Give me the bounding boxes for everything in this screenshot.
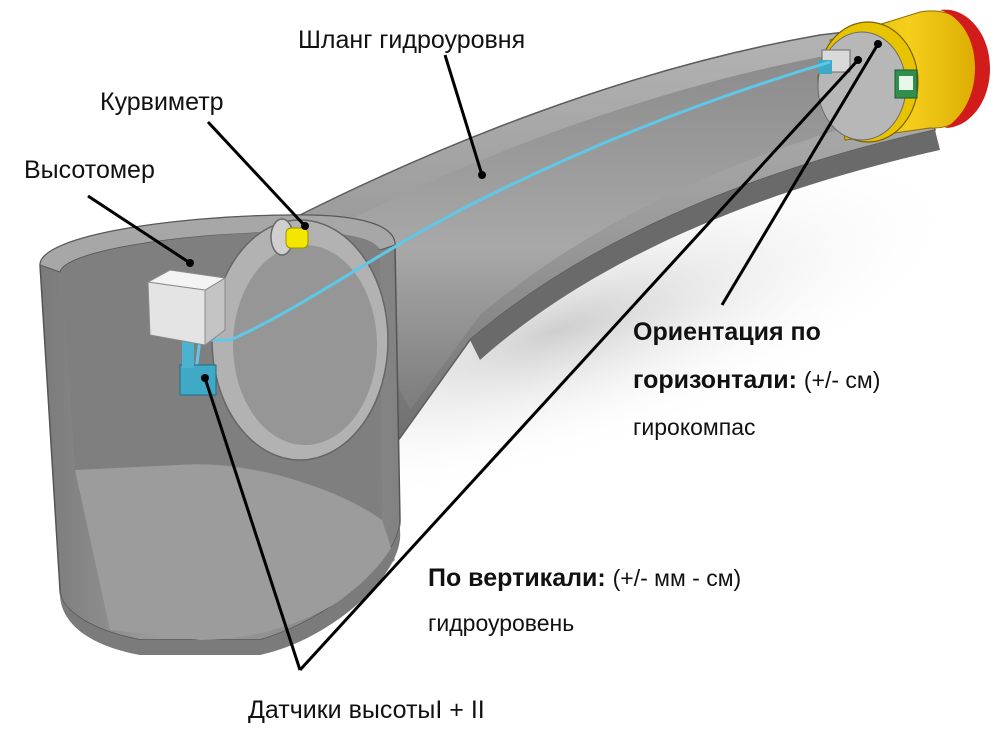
label-vertical-device: гидроуровень xyxy=(428,610,575,636)
shaft-floor xyxy=(75,464,395,640)
leader-horizontal xyxy=(720,43,880,306)
hydro-level-hose xyxy=(193,60,831,379)
label-horizontal-device: гирокомпас xyxy=(633,414,756,440)
label-altimeter: Высотомер xyxy=(24,156,155,184)
leader-sensor-1-dot xyxy=(201,374,209,382)
tunnel-portal-inner xyxy=(233,245,377,445)
label-horizontal-title2: горизонтали: xyxy=(633,366,797,394)
label-horizontal-title-text: Ориентация по xyxy=(633,318,821,346)
leader-sensor-1 xyxy=(203,377,302,671)
leader-sensor-2-dot xyxy=(854,56,862,64)
leader-altimeter xyxy=(87,194,191,265)
label-vertical-range: (+/- мм - см) xyxy=(612,565,742,591)
altimeter-box-front xyxy=(147,281,206,346)
altimeter-box-top xyxy=(146,269,227,291)
tunnel-pipe-inner xyxy=(330,48,900,410)
label-vertical-title: По вертикали: xyxy=(428,564,606,592)
leader-curvimeter-dot xyxy=(301,222,309,230)
label-horizontal-line2: горизонтали: (+/- см) xyxy=(633,368,880,393)
label-horizontal-title: Ориентация по xyxy=(633,320,821,345)
leader-curvimeter xyxy=(206,120,307,228)
leader-horizontal-dot xyxy=(874,40,882,48)
shaft-base xyxy=(59,520,401,655)
leader-sensor-2 xyxy=(298,58,860,672)
gyrocompass-screen xyxy=(899,76,913,90)
label-vertical-line1: По вертикали: (+/- мм - см) xyxy=(428,566,741,591)
leader-hose-dot xyxy=(478,171,486,179)
curvimeter-body xyxy=(285,227,309,249)
tbm-shield-ring xyxy=(940,9,990,129)
label-horizontal-range: (+/- см) xyxy=(803,367,881,393)
label-sensors: Датчики высотыI + II xyxy=(248,696,485,724)
height-sensor-bracket xyxy=(182,338,194,368)
label-curvimeter: Курвиметр xyxy=(100,88,224,116)
label-hose: Шланг гидроуровня xyxy=(298,26,526,54)
leader-altimeter-dot xyxy=(186,259,194,267)
leader-hose xyxy=(443,54,484,176)
tunnel-pipe-lip xyxy=(470,130,940,360)
